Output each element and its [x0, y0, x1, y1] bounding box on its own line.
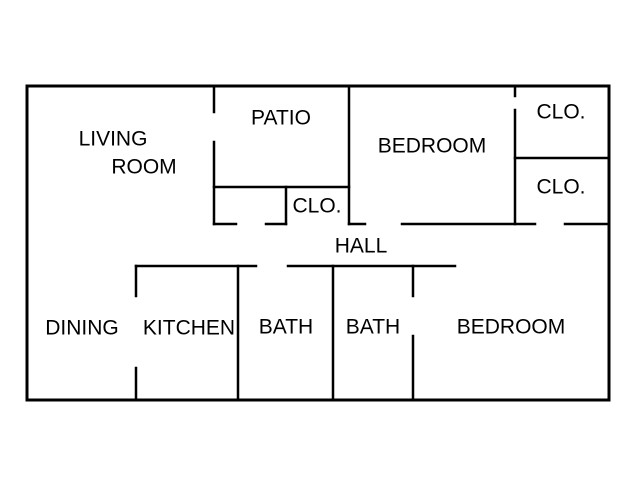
closet-top-right-label: CLO. [536, 101, 585, 124]
bath-right-label: BATH [346, 316, 400, 339]
closet-mid-right-label: CLO. [536, 176, 585, 199]
patio-label: PATIO [251, 107, 311, 130]
bath-left-label: BATH [259, 316, 313, 339]
bedroom-bottom-label: BEDROOM [457, 316, 566, 339]
outer-wall [25, 84, 611, 402]
dining-label: DINING [45, 317, 119, 340]
kitchen-label: KITCHEN [143, 317, 235, 340]
bedroom-top-label: BEDROOM [378, 135, 487, 158]
hall-label: HALL [335, 235, 388, 258]
living-room-label-line2: ROOM [111, 156, 176, 179]
closet-patio-label: CLO. [292, 195, 341, 218]
living-room-label-line1: LIVING [79, 128, 148, 151]
